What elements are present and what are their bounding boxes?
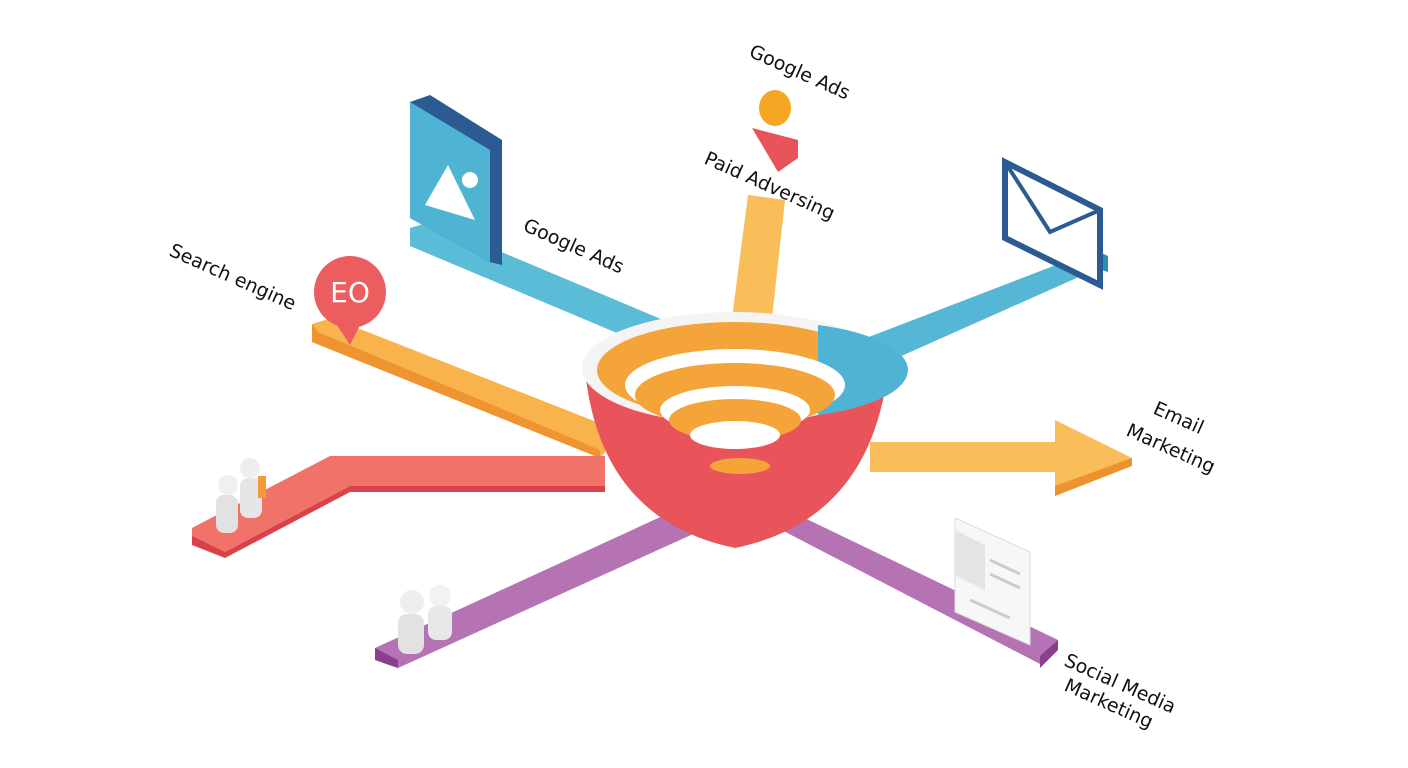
beam-purple-lower-left [375,508,702,668]
label-email-line2: Marketing [1123,419,1218,478]
beam-blue-right [848,250,1108,370]
label-google-ads-top: Google Ads [746,40,853,104]
people-figures-icon [216,458,266,533]
seo-bubble-icon: EO [314,256,386,345]
beam-orange-left [312,318,622,458]
beam-red-left [192,456,605,552]
envelope-icon [1002,157,1103,290]
pin-shape-icon [752,90,798,172]
seo-badge: EO [330,276,370,309]
arrow-right-icon [870,420,1132,496]
beam-yellow-top [732,195,785,318]
funnel-icon [582,312,908,548]
document-icon [954,517,1031,646]
label-search-engine: Search engine [166,239,299,314]
image-tile-icon [410,95,502,265]
people-figures-icon [398,585,452,654]
